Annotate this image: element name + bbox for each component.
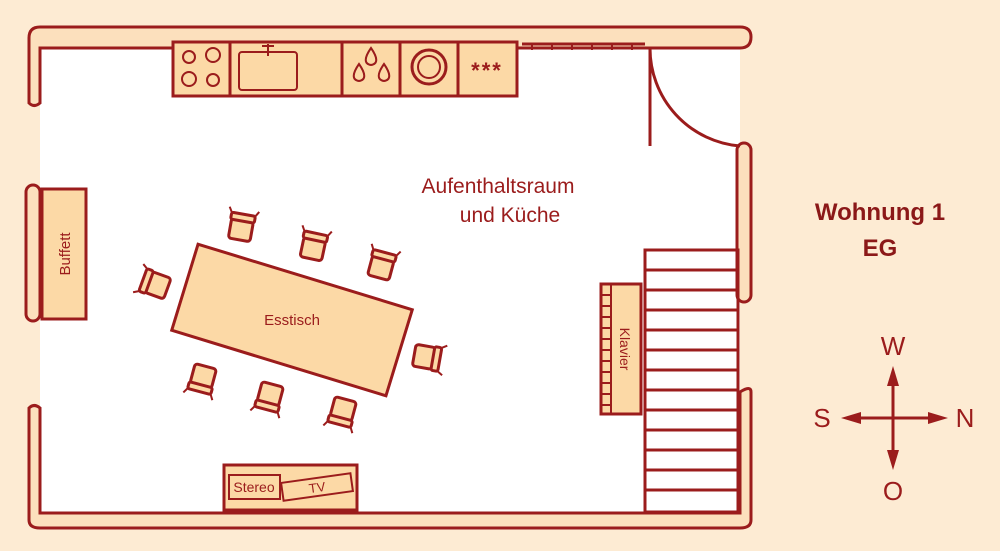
window-rail bbox=[522, 42, 645, 50]
stereo-label: Stereo bbox=[233, 479, 274, 495]
buffet: Buffett bbox=[40, 187, 88, 321]
sink-icon bbox=[238, 44, 298, 91]
door bbox=[648, 47, 741, 148]
media-unit: Stereo TV bbox=[222, 463, 359, 512]
floor-title: EG bbox=[863, 235, 898, 262]
arrow-left-icon bbox=[841, 412, 861, 424]
stove-marks: *** bbox=[471, 58, 503, 83]
staircase bbox=[643, 248, 740, 514]
flame-icon bbox=[352, 46, 391, 83]
dining-table: Esstisch bbox=[169, 242, 415, 398]
room-label-line2: und Küche bbox=[460, 204, 560, 227]
arrow-up-icon bbox=[887, 366, 899, 386]
room-label-line1: Aufenthaltsraum bbox=[422, 175, 575, 198]
wall-right-segment bbox=[735, 141, 753, 304]
cooktop-icon bbox=[181, 47, 221, 87]
compass: W S N O bbox=[813, 331, 974, 506]
wall-bottom bbox=[27, 387, 753, 530]
piano-label: Klavier bbox=[617, 328, 633, 371]
compass-top: W bbox=[881, 331, 906, 361]
kitchen-counter: *** bbox=[171, 40, 519, 98]
arrow-right-icon bbox=[928, 412, 948, 424]
arrow-down-icon bbox=[887, 450, 899, 470]
wall-left-segment bbox=[24, 183, 42, 323]
apartment-title: Wohnung 1 bbox=[815, 199, 945, 226]
compass-left: S bbox=[813, 403, 830, 433]
counter-base bbox=[171, 40, 519, 98]
plate-icon bbox=[410, 48, 448, 86]
compass-right: N bbox=[956, 403, 975, 433]
dining-set: Esstisch bbox=[131, 205, 449, 435]
piano: Klavier bbox=[599, 282, 643, 416]
buffet-label: Buffett bbox=[57, 232, 74, 276]
table-label: Esstisch bbox=[264, 312, 320, 329]
tv-label: TV bbox=[308, 479, 327, 496]
compass-bottom: O bbox=[883, 476, 903, 506]
